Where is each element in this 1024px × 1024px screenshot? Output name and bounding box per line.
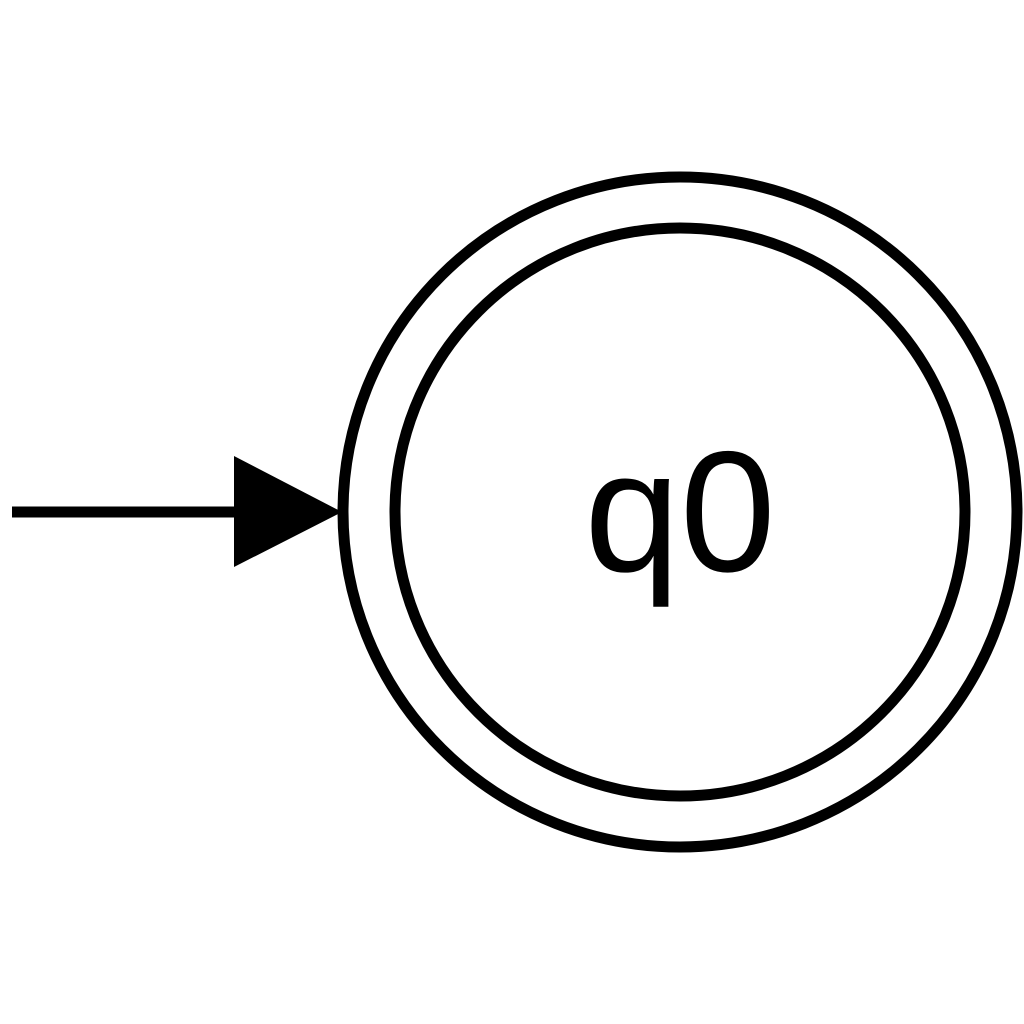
state-q0[interactable]: q0 bbox=[337, 171, 1023, 853]
start-arrow bbox=[12, 456, 342, 567]
state-q0-label: q0 bbox=[584, 416, 775, 608]
start-arrow-head bbox=[234, 456, 342, 567]
state-q0-inner-ring bbox=[389, 222, 971, 802]
state-q0-outer-ring-shape bbox=[337, 171, 1023, 853]
